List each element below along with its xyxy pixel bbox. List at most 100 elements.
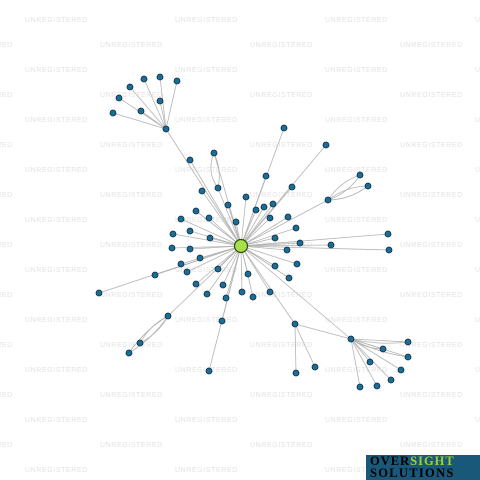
watermark-text: UNREGISTERED (325, 417, 388, 424)
watermark-text: UNREGISTERED (325, 167, 388, 174)
graph-leaf-node (115, 94, 123, 102)
watermark-text: UNREGISTERED (475, 267, 480, 274)
watermark-text: UNREGISTERED (475, 67, 480, 74)
watermark-text: UNREGISTERED (475, 217, 480, 224)
edge-hub-leaf (327, 174, 361, 201)
watermark-text: UNREGISTERED (100, 42, 163, 49)
graph-node (196, 254, 204, 262)
watermark-text: UNREGISTERED (400, 242, 463, 249)
watermark-text: UNREGISTERED (325, 367, 388, 374)
graph-node (232, 218, 240, 226)
graph-node (244, 270, 252, 278)
graph-node (285, 274, 293, 282)
watermark-text: UNREGISTERED (325, 267, 388, 274)
graph-node (214, 265, 222, 273)
graph-node (186, 227, 194, 235)
watermark-text: UNREGISTERED (250, 92, 313, 99)
graph-hub-node (162, 125, 170, 133)
graph-leaf-node (397, 366, 405, 374)
graph-node (284, 213, 292, 221)
edge-center-node (98, 245, 242, 294)
watermark-text: UNREGISTERED (250, 392, 313, 399)
graph-hub-node (291, 320, 299, 328)
graph-leaf-node (356, 171, 364, 179)
watermark-text: UNREGISTERED (325, 67, 388, 74)
watermark-text: UNREGISTERED (25, 467, 88, 474)
graph-node (296, 239, 304, 247)
edge-center-node (240, 245, 271, 293)
graph-node (210, 149, 218, 157)
graph-leaf-node (109, 109, 117, 117)
watermark-text: UNREGISTERED (475, 367, 480, 374)
watermark-text: UNREGISTERED (175, 117, 238, 124)
edge-hub-leaf (350, 338, 384, 350)
graph-node (384, 230, 392, 238)
watermark-text: UNREGISTERED (325, 317, 388, 324)
edge-hub-leaf (327, 185, 369, 201)
graph-node (218, 317, 226, 325)
edge-center-node (240, 245, 243, 293)
edge-center-node (240, 244, 332, 247)
graph-leaf-node (125, 349, 133, 357)
edge-center-node (240, 245, 390, 251)
edge-hub-leaf (129, 86, 167, 130)
edge-hub-leaf (159, 100, 167, 130)
watermark-text: UNREGISTERED (400, 342, 463, 349)
watermark-text: UNREGISTERED (325, 17, 388, 24)
graph-node (168, 244, 176, 252)
watermark-text: UNREGISTERED (400, 192, 463, 199)
watermark-text: UNREGISTERED (400, 142, 463, 149)
watermark-text: UNREGISTERED (250, 142, 313, 149)
graph-node (238, 288, 246, 296)
edge-center-node (189, 245, 242, 250)
watermark-text: UNREGISTERED (475, 417, 480, 424)
watermark-layer: UNREGISTERED UNREGISTERED UNREGISTERED UNRE… (0, 17, 480, 474)
watermark-text: UNREGISTERED (25, 367, 88, 374)
graph-node (271, 234, 279, 242)
edge-hub-leaf (350, 338, 409, 344)
graph-leaf-node (364, 182, 372, 190)
edge-center-hub (240, 245, 352, 340)
graph-node (385, 246, 393, 254)
watermark-text: UNREGISTERED (100, 392, 163, 399)
watermark-text: UNREGISTERED (175, 17, 238, 24)
graph-leaf-node (366, 358, 374, 366)
edge-center-node (240, 203, 274, 247)
watermark-text: UNREGISTERED (0, 142, 13, 149)
watermark-text: UNREGISTERED (100, 192, 163, 199)
graph-node (292, 224, 300, 232)
graph-leaf-node (156, 97, 164, 105)
watermark-text: UNREGISTERED (175, 467, 238, 474)
edge-hub-leaf (139, 315, 169, 344)
edge-center-node (189, 159, 242, 247)
graph-node (283, 246, 291, 254)
edge-center-node (195, 245, 242, 285)
edge-hub-leaf (140, 110, 167, 130)
graph-leaf-node (311, 363, 319, 371)
graph-node (192, 280, 200, 288)
graph-node (260, 203, 268, 211)
graph-leaf-node (173, 77, 181, 85)
graph-node (327, 241, 335, 249)
watermark-text: UNREGISTERED (100, 92, 163, 99)
graph-node (192, 207, 200, 215)
graph-node (206, 234, 214, 242)
watermark-text: UNREGISTERED (175, 417, 238, 424)
edge-center-node (240, 245, 288, 251)
graph-hub-node (324, 196, 332, 204)
edge-center-node (206, 245, 242, 295)
edge-hub-leaf (143, 78, 167, 130)
edge-center-node (222, 245, 242, 286)
graph-leaf-node (140, 75, 148, 83)
graph-hub-node (164, 312, 172, 320)
edge-hub-leaf (350, 338, 361, 388)
edge-center-node (240, 233, 389, 247)
graph-leaf-node (373, 382, 381, 390)
edge-center-node (240, 245, 290, 279)
graph-node (266, 214, 274, 222)
edge-center-node (240, 144, 327, 247)
graph-node (169, 230, 177, 238)
watermark-text: UNREGISTERED (325, 217, 388, 224)
watermark-text: UNREGISTERED (400, 442, 463, 449)
watermark-text: UNREGISTERED (25, 217, 88, 224)
